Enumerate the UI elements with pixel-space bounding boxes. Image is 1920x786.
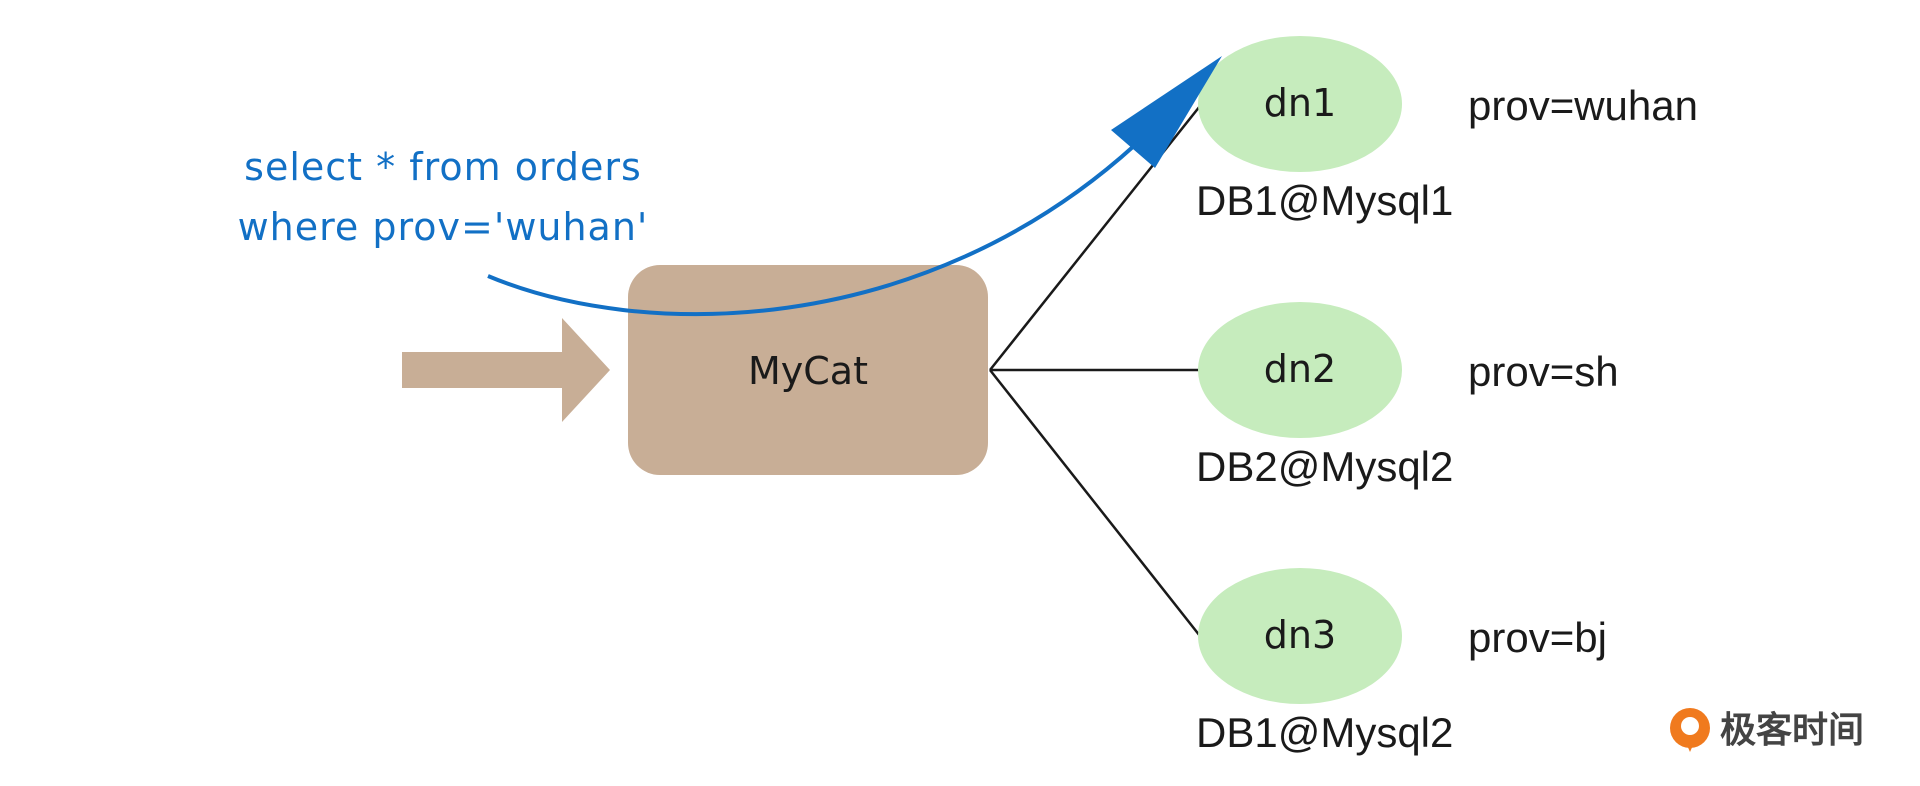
prov-label-dn3: prov=bj (1468, 614, 1607, 661)
brand-logo: 极客时间 (1670, 708, 1864, 752)
prov-label-dn1: prov=wuhan (1468, 82, 1698, 129)
node-dn2 (1198, 302, 1402, 438)
query-line-2: where prov='wuhan' (238, 205, 649, 249)
db-label-dn1: DB1@Mysql1 (1196, 177, 1453, 224)
input-arrow (402, 318, 610, 422)
connector-dn1 (989, 105, 1201, 371)
query-line-1: select * from orders (244, 145, 642, 189)
prov-label-dn2: prov=sh (1468, 348, 1619, 395)
mycat-label: MyCat (748, 349, 868, 393)
node-dn3 (1198, 568, 1402, 704)
mycat-box (628, 265, 988, 475)
db-label-dn3: DB1@Mysql2 (1196, 709, 1453, 756)
node-dn1 (1198, 36, 1402, 172)
routing-curve (487, 143, 1137, 317)
connector-dn3 (989, 369, 1201, 637)
node-dn2-label: dn2 (1264, 347, 1336, 391)
brand-text: 极客时间 (1720, 710, 1864, 751)
node-dn3-label: dn3 (1264, 613, 1336, 657)
routing-arrowhead (1111, 56, 1222, 168)
node-dn1-label: dn1 (1264, 81, 1336, 125)
db-label-dn2: DB2@Mysql2 (1196, 443, 1453, 490)
